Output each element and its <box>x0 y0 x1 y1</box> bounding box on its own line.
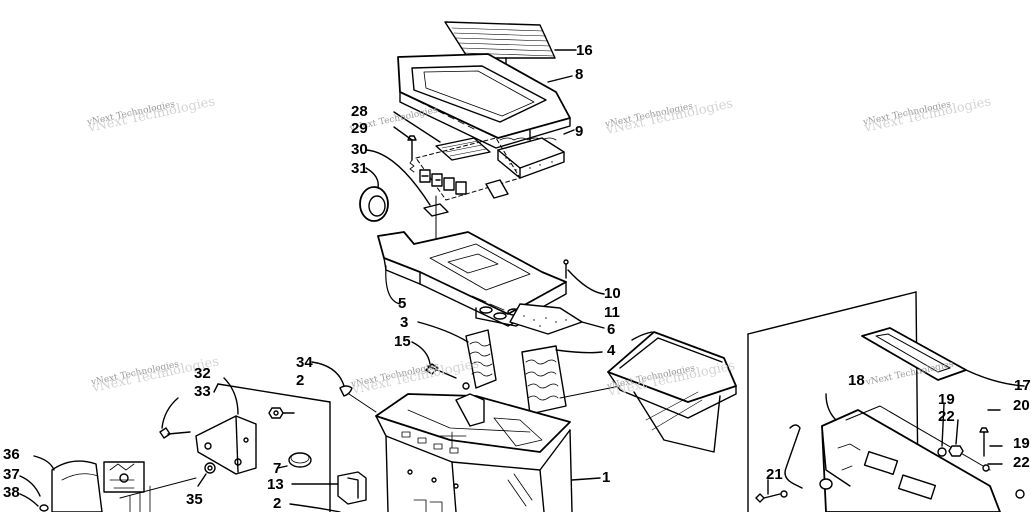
part-2-lower-leader <box>289 503 341 512</box>
part-15-screw <box>411 341 457 379</box>
part-1-main-airbox <box>345 382 601 512</box>
callout-4: 4 <box>607 342 616 359</box>
callout-3: 3 <box>400 314 409 331</box>
callout-22-upper: 22 <box>938 408 955 425</box>
part-11-intake-duct <box>559 331 737 453</box>
callout-10: 10 <box>604 285 621 302</box>
callout-37: 37 <box>3 466 20 483</box>
callout-28: 28 <box>351 103 368 120</box>
part-18-panel-housing <box>821 393 1001 512</box>
callout-32: 32 <box>194 365 211 382</box>
part-32-bracket <box>195 377 257 475</box>
part-35-washer <box>197 462 216 487</box>
part-8-cover <box>397 53 573 149</box>
callout-17: 17 <box>1014 377 1031 394</box>
part-19-22-fasteners <box>937 403 1025 499</box>
callout-2-upper: 2 <box>296 372 305 389</box>
part-7-hose-clamp <box>277 452 312 469</box>
callout-11: 11 <box>604 304 620 321</box>
part-31-grommet <box>359 167 389 222</box>
part-6-foam-strip <box>509 303 605 335</box>
parts-28-29-30 <box>365 111 491 217</box>
callout-9: 9 <box>575 123 584 140</box>
callout-21: 21 <box>766 466 783 483</box>
part-9-foam <box>497 129 575 179</box>
callout-13: 13 <box>267 476 284 493</box>
part-34-clip <box>311 361 353 397</box>
part-33-screw <box>159 397 191 439</box>
part-21-linkage <box>755 424 833 503</box>
callout-33: 33 <box>194 383 211 400</box>
carburetor-assembly <box>103 461 197 512</box>
callout-29: 29 <box>351 120 368 137</box>
callout-20: 20 <box>1013 397 1030 414</box>
part-13-clip <box>291 471 367 505</box>
callout-38: 38 <box>3 484 20 501</box>
callout-18: 18 <box>848 372 865 389</box>
callout-15: 15 <box>394 333 411 350</box>
callout-22-lower: 22 <box>1013 454 1030 471</box>
part-17-bezel <box>861 327 1025 387</box>
relay-assembly <box>415 137 521 201</box>
callout-19-lower: 19 <box>1013 435 1030 452</box>
part-2-nut-upper <box>268 407 295 419</box>
part-4-filter-panel <box>521 345 603 415</box>
callout-7: 7 <box>273 460 282 477</box>
parts-37-38 <box>19 475 49 512</box>
callout-35: 35 <box>186 491 203 508</box>
part-36-boot <box>33 455 103 512</box>
left-bracket-frame <box>213 383 331 512</box>
callout-8: 8 <box>575 66 584 83</box>
callout-16: 16 <box>576 42 593 59</box>
callout-30: 30 <box>351 141 368 158</box>
part-3-filter-panel <box>417 321 497 389</box>
callout-6: 6 <box>607 321 616 338</box>
callout-2-lower: 2 <box>273 495 282 512</box>
callout-31: 31 <box>351 160 368 177</box>
callout-19-upper: 19 <box>938 391 955 408</box>
callout-34: 34 <box>296 354 313 371</box>
callout-36: 36 <box>3 446 20 463</box>
callout-5: 5 <box>398 295 407 312</box>
callout-1: 1 <box>602 469 611 486</box>
part-5-airbox-base <box>377 231 605 327</box>
